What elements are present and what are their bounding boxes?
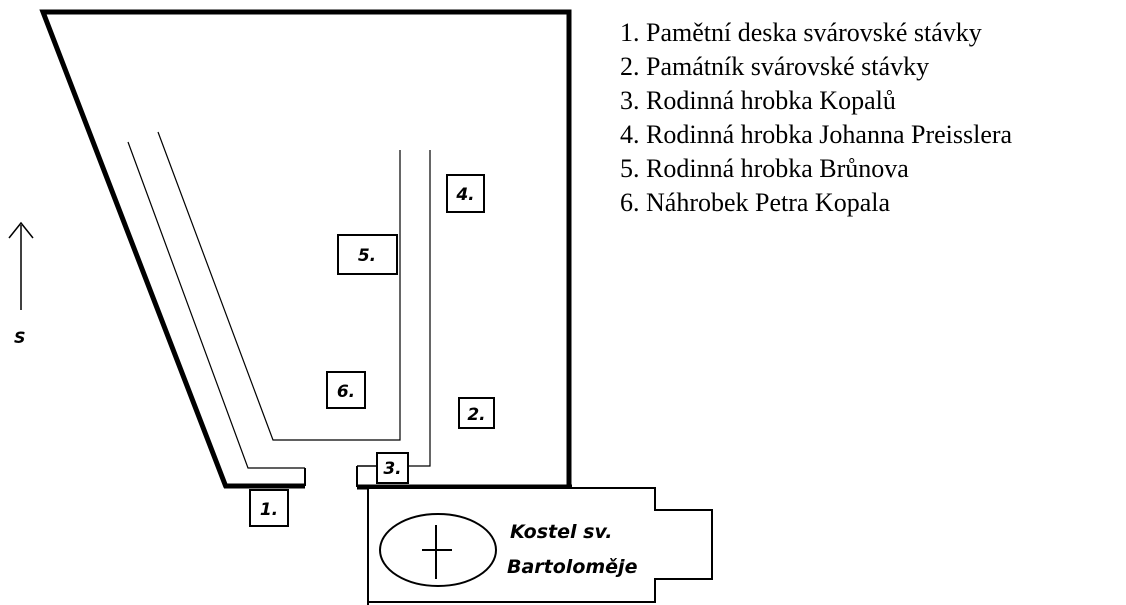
marker-1: 1. [249,489,289,527]
legend-item: 5. Rodinná hrobka Brůnova [620,154,909,183]
svg-text:4.: 4. [455,185,474,205]
svg-text:5.: 5. [358,246,376,266]
path-left-outer [127,141,305,469]
marker-5: 5. [337,234,398,275]
svg-text:1.: 1. [260,500,278,520]
svg-text:2.: 2. [467,405,485,425]
legend-item: 3. Rodinná hrobka Kopalů [620,86,896,115]
path-left-inner [157,131,401,441]
north-arrow-icon [8,221,34,310]
north-label: S [14,328,26,347]
marker-4: 4. [446,174,485,213]
legend-item: 1. Pamětní deska svárovské stávky [620,18,982,47]
marker-3: 3. [376,452,409,484]
cross-icon [422,525,452,579]
svg-text:3.: 3. [383,459,401,479]
legend-item: 2. Památník svárovské stávky [620,52,930,81]
path-right [408,150,431,467]
legend-item: 6. Náhrobek Petra Kopala [620,188,891,217]
marker-2: 2. [458,397,495,429]
cemetery-wall [39,9,572,488]
svg-text:6.: 6. [337,382,355,402]
legend-item: 4. Rodinná hrobka Johanna Preisslera [620,120,1013,149]
church-name-line1: Kostel sv. [510,521,613,543]
marker-6: 6. [326,371,366,409]
legend: 1. Pamětní deska svárovské stávky 2. Pam… [620,16,1012,220]
church-name-line2: Bartoloměje [507,556,638,578]
